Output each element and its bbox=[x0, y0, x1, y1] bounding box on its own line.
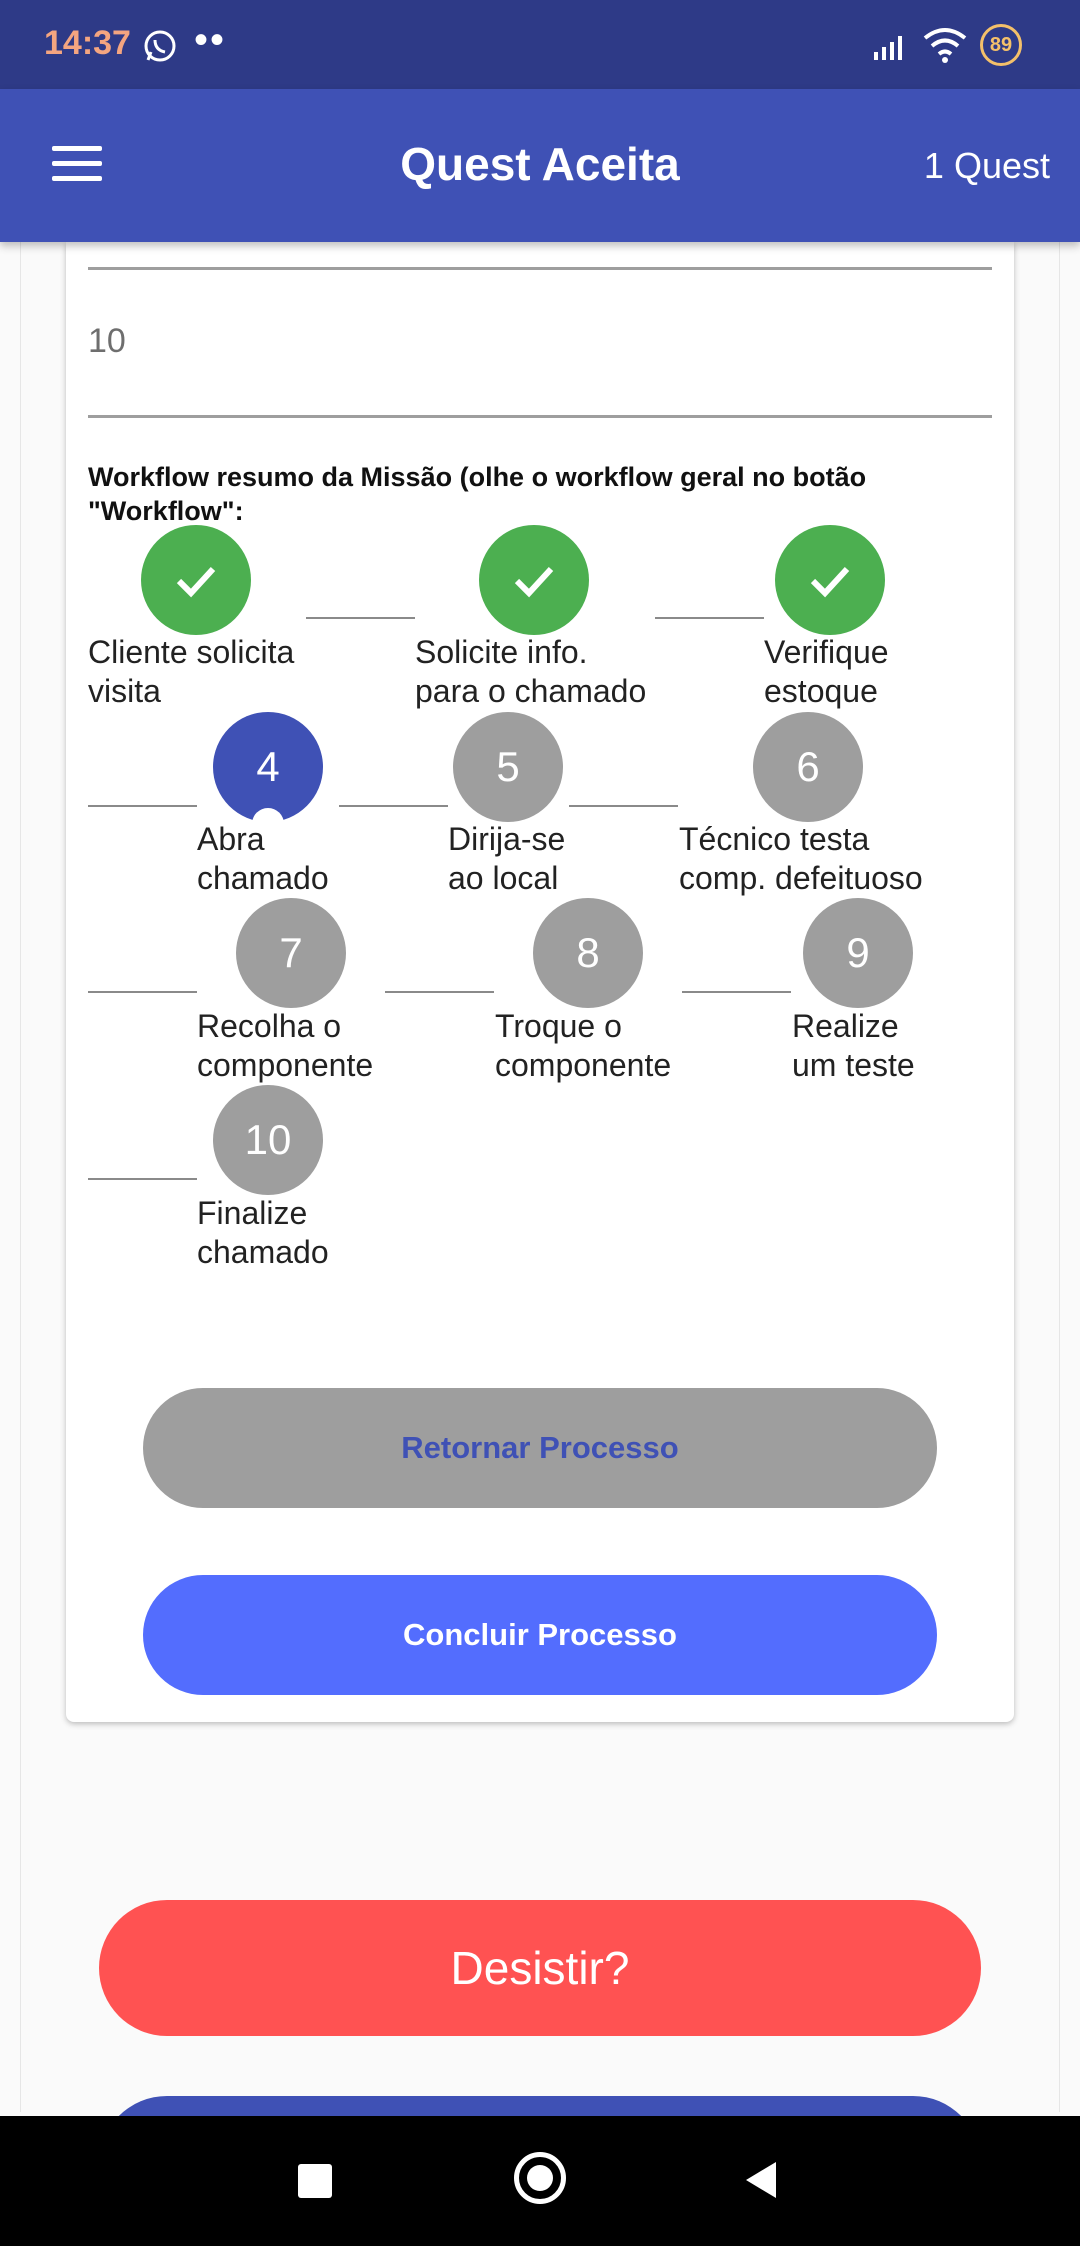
workflow-step-2 bbox=[479, 525, 589, 635]
battery-icon: 89 bbox=[980, 24, 1022, 66]
battery-level: 89 bbox=[989, 33, 1013, 56]
triangle-back-icon[interactable] bbox=[744, 2160, 778, 2200]
workflow-step-label: Solicite info.para o chamado bbox=[415, 634, 647, 709]
field-value[interactable]: 10 bbox=[88, 322, 126, 360]
wifi-icon bbox=[923, 28, 967, 63]
workflow-connector bbox=[682, 991, 791, 993]
workflow-step-1 bbox=[141, 525, 251, 635]
check-icon bbox=[176, 566, 216, 598]
signal-icon bbox=[874, 36, 902, 60]
return-process-button[interactable]: Retornar Processo bbox=[143, 1388, 937, 1508]
workflow-connector bbox=[88, 991, 197, 993]
check-icon bbox=[514, 566, 554, 598]
page-title: Quest Aceita bbox=[400, 138, 680, 190]
check-icon bbox=[810, 566, 850, 598]
workflow-step-10: 10 bbox=[213, 1085, 323, 1195]
circle-icon[interactable] bbox=[514, 2152, 566, 2204]
workflow-connector bbox=[88, 1178, 197, 1180]
status-time: 14:37 bbox=[44, 24, 131, 62]
workflow-connector bbox=[655, 617, 764, 619]
quest-count[interactable]: 1 Quest bbox=[923, 145, 1050, 186]
workflow-connector bbox=[88, 805, 197, 807]
status-bar: 14:37 •• 89 bbox=[0, 0, 1080, 89]
desist-button[interactable]: Desistir? bbox=[99, 1900, 981, 2036]
app-bar: Quest Aceita 1 Quest bbox=[0, 89, 1080, 242]
workflow-connector bbox=[385, 991, 494, 993]
square-icon[interactable] bbox=[298, 2164, 332, 2198]
field-divider-bottom bbox=[88, 415, 992, 418]
workflow-connector bbox=[306, 617, 415, 619]
system-nav-bar bbox=[0, 2116, 1080, 2246]
whatsapp-icon bbox=[144, 30, 176, 62]
status-dots: •• bbox=[194, 18, 227, 62]
workflow-step-5: 5 bbox=[453, 712, 563, 822]
workflow-step-9: 9 bbox=[803, 898, 913, 1008]
workflow-connector bbox=[569, 805, 678, 807]
workflow-step-4: 4 bbox=[213, 712, 323, 824]
workflow-step-8: 8 bbox=[533, 898, 643, 1008]
workflow-title: Workflow resumo da Missão (olhe o workfl… bbox=[88, 462, 867, 526]
workflow-connector bbox=[339, 805, 448, 807]
conclude-process-button[interactable]: Concluir Processo bbox=[143, 1575, 937, 1695]
workflow-step-7: 7 bbox=[236, 898, 346, 1008]
workflow-step-6: 6 bbox=[753, 712, 863, 822]
menu-icon[interactable] bbox=[52, 146, 102, 182]
field-divider-top bbox=[88, 267, 992, 270]
workflow-step-3 bbox=[775, 525, 885, 635]
